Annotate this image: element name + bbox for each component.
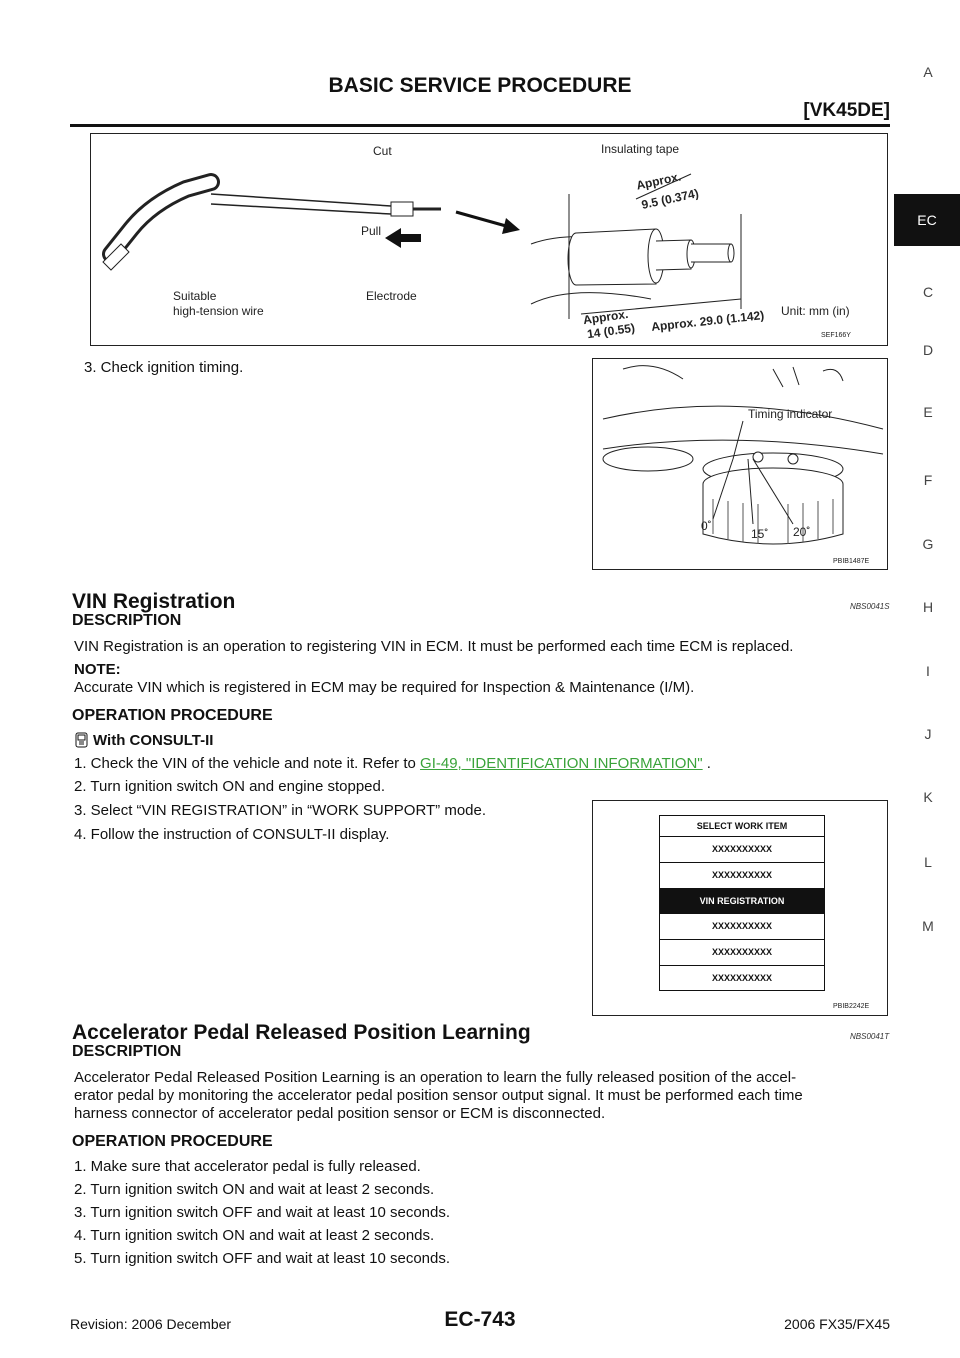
section-title-apl: Accelerator Pedal Released Position Lear… [72, 1021, 531, 1044]
apl-description-line-2: erator pedal by monitoring the accelerat… [74, 1087, 803, 1104]
vin-step-4: 4. Follow the instruction of CONSULT-II … [74, 826, 390, 843]
consult-menu-item: XXXXXXXXXX [660, 940, 824, 966]
apl-description-line-3: harness connector of accelerator pedal p… [74, 1105, 606, 1122]
apl-description-heading: DESCRIPTION [72, 1043, 182, 1060]
label-electrode: Electrode [366, 289, 417, 303]
label-20-degrees: 20˚ [793, 525, 811, 539]
vin-step-1: 1. Check the VIN of the vehicle and note… [74, 754, 711, 774]
vin-description-text: VIN Registration is an operation to regi… [74, 638, 794, 655]
vin-description-heading: DESCRIPTION [72, 612, 182, 629]
apl-step-3: 3. Turn ignition switch OFF and wait at … [74, 1204, 451, 1221]
side-tab-a[interactable]: A [923, 64, 933, 80]
apl-step-5: 5. Turn ignition switch OFF and wait at … [74, 1250, 451, 1267]
consult-menu-item: XXXXXXXXXX [711, 973, 773, 983]
side-tab-h[interactable]: H [922, 599, 934, 615]
header-divider [70, 124, 890, 127]
apl-description-line-1: Accelerator Pedal Released Position Lear… [74, 1069, 797, 1086]
label-15-degrees: 15˚ [751, 527, 769, 541]
side-tab-k[interactable]: K [923, 789, 933, 805]
vin-step-1-text: 1. Check the VIN of the vehicle and note… [74, 755, 421, 772]
apl-step-1: 1. Make sure that accelerator pedal is f… [74, 1158, 421, 1175]
figure-consult-screen: SELECT WORK ITEM XXXXXXXXXX XXXXXXXXXX V… [592, 800, 888, 1016]
side-tab-i[interactable]: I [926, 663, 930, 679]
label-insulating-tape: Insulating tape [601, 142, 680, 156]
apl-step-2: 2. Turn ignition switch ON and wait at l… [74, 1181, 435, 1198]
label-high-tension-wire: high-tension wire [173, 304, 264, 318]
consult-menu: SELECT WORK ITEM XXXXXXXXXX XXXXXXXXXX V… [659, 815, 825, 991]
label-unit: Unit: mm (in) [781, 304, 850, 318]
side-tab-g[interactable]: G [922, 536, 934, 552]
vin-step-1-end: . [702, 755, 711, 772]
vin-note-text: Accurate VIN which is registered in ECM … [74, 679, 695, 696]
label-suitable: Suitable [173, 289, 217, 303]
with-consult-label: With CONSULT-II [93, 732, 214, 749]
side-tab-e[interactable]: E [923, 404, 933, 420]
side-tab-ec[interactable]: EC [894, 194, 960, 246]
consult-icon [74, 732, 90, 748]
side-tab-c[interactable]: C [922, 284, 934, 300]
engine-code: [VK45DE] [803, 100, 890, 121]
figure-id-pbib2242e: PBIB2242E [833, 1003, 870, 1010]
label-0-degrees: 0˚ [701, 519, 712, 533]
figure-spark-plug-test: Cut Insulating tape Approx. 9.5 (0.374) … [90, 133, 888, 346]
side-tab-j[interactable]: J [924, 726, 932, 742]
timing-illustration [602, 365, 884, 545]
consult-menu-item: XXXXXXXXXX [660, 914, 824, 940]
footer-page-number: EC-743 [444, 1308, 516, 1331]
side-tab-d[interactable]: D [922, 342, 934, 358]
section-ref-nbs0041t: NBS0041T [850, 1032, 890, 1041]
side-tab-l[interactable]: L [924, 854, 932, 870]
spark-plug-illustration [102, 173, 742, 319]
figure-id-pbib1487e: PBIB1487E [833, 558, 870, 565]
vin-step-2: 2. Turn ignition switch ON and engine st… [74, 778, 386, 795]
footer-revision: Revision: 2006 December [70, 1316, 232, 1332]
identification-information-link[interactable]: GI-49, "IDENTIFICATION INFORMATION" [420, 755, 703, 772]
vin-step-3: 3. Select “VIN REGISTRATION” in “WORK SU… [74, 802, 487, 819]
figure-id-sef166y: SEF166Y [821, 332, 851, 339]
label-cut: Cut [373, 144, 392, 158]
label-pull: Pull [361, 224, 382, 238]
vin-note-heading: NOTE: [74, 661, 121, 678]
figure-timing-indicator: Timing indicator 0˚ 15˚ 20˚ PBIB1487E [592, 358, 888, 570]
apl-operation-heading: OPERATION PROCEDURE [72, 1133, 273, 1150]
consult-menu-header: SELECT WORK ITEM [660, 816, 824, 837]
consult-menu-item: XXXXXXXXXX [660, 837, 824, 863]
apl-step-4: 4. Turn ignition switch ON and wait at l… [74, 1227, 435, 1244]
vin-operation-heading: OPERATION PROCEDURE [72, 707, 273, 724]
section-title-vin-registration: VIN Registration [72, 590, 236, 613]
side-tab-f[interactable]: F [923, 472, 933, 488]
consult-menu-item-vin-registration: VIN REGISTRATION [660, 889, 824, 914]
consult-menu-item: XXXXXXXXXX [660, 863, 824, 889]
side-tab-m[interactable]: M [922, 918, 934, 934]
section-ref-nbs0041s: NBS0041S [850, 602, 890, 611]
step-check-ignition-timing: 3. Check ignition timing. [84, 359, 244, 376]
page-title: BASIC SERVICE PROCEDURE [328, 74, 632, 97]
footer-model: 2006 FX35/FX45 [784, 1316, 890, 1332]
label-timing-indicator: Timing indicator [748, 407, 833, 421]
